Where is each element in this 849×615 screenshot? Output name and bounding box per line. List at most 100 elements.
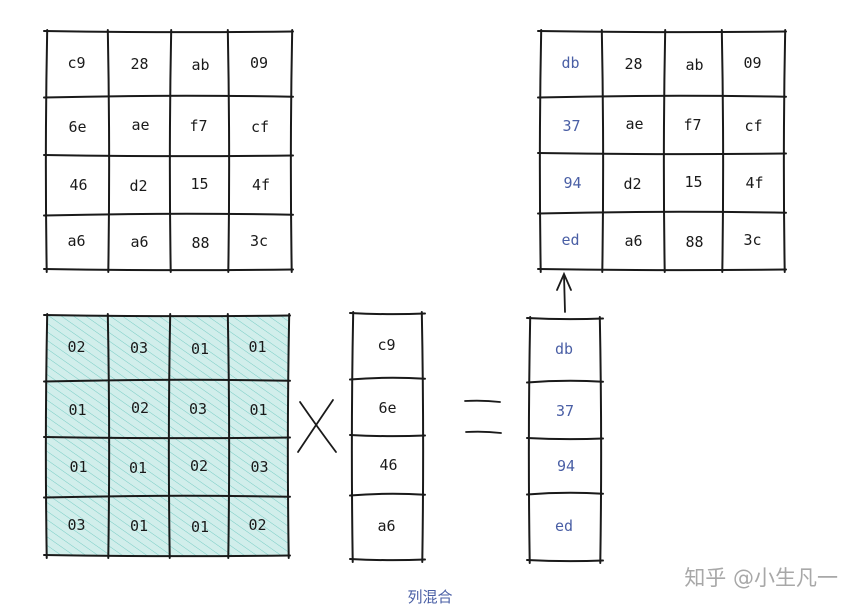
state-matrix-hline <box>43 212 294 217</box>
mix-matrix-cell: 02 <box>248 516 266 534</box>
result-matrix-hline <box>537 152 787 156</box>
result-matrix-cell: 88 <box>685 233 703 251</box>
output-column-hline <box>526 379 604 384</box>
result-matrix-hline <box>537 210 787 215</box>
output-column-cell: ed <box>555 517 573 535</box>
state-matrix-cell: c9 <box>67 54 85 72</box>
result-matrix-cell: d2 <box>623 175 641 193</box>
state-matrix-cell: 6e <box>68 118 86 136</box>
state-matrix-vline <box>168 29 173 273</box>
state-matrix-cell: 28 <box>130 55 148 73</box>
result-matrix-cell: 15 <box>684 173 702 191</box>
state-matrix-cell: 4f <box>252 176 270 194</box>
mix-matrix-cell: 01 <box>249 401 267 419</box>
input-column-hline <box>349 434 426 438</box>
state-matrix-hline <box>43 268 294 272</box>
mix-matrix-hline <box>43 436 291 440</box>
input-column-hline <box>349 558 426 562</box>
state-matrix-cell: a6 <box>130 233 148 251</box>
result-matrix-cell: 37 <box>562 117 580 135</box>
output-column-vline <box>527 316 532 564</box>
mix-matrix-hline <box>43 554 291 558</box>
result-matrix-cell: 3c <box>743 231 761 249</box>
diagram-caption: 列混合 <box>407 588 452 606</box>
mix-matrix-vline <box>44 313 49 559</box>
state-matrix-hline <box>43 30 294 34</box>
result-matrix-cell: ab <box>685 56 703 74</box>
mix-matrix-hatching <box>46 316 288 556</box>
state-matrix-cell: ae <box>131 116 149 134</box>
result-matrix-vline <box>720 29 725 273</box>
input-column-vline <box>350 311 355 563</box>
result-matrix-vline <box>662 29 667 273</box>
mix-matrix-vline <box>286 313 291 559</box>
state-matrix-vline <box>106 29 111 273</box>
input-column-cell: a6 <box>377 517 395 535</box>
mix-matrix-cell: 01 <box>248 338 266 356</box>
mix-matrix-cell: 02 <box>190 457 208 475</box>
output-column-cell: db <box>555 340 573 358</box>
mix-matrix-hline <box>43 494 291 499</box>
mix-matrix-hline <box>43 378 291 383</box>
input-column-cell: c9 <box>377 336 395 354</box>
input-column-vline <box>420 311 425 563</box>
output-column-vline <box>598 316 603 564</box>
result-matrix-cell: 09 <box>743 54 761 72</box>
input-column: c9 6e 46 a6 <box>349 311 426 563</box>
state-matrix-cell: a6 <box>67 232 85 250</box>
result-matrix-cell: ae <box>625 115 643 133</box>
input-column-cell: 46 <box>379 456 397 474</box>
mix-matrix-cell: 01 <box>129 459 147 477</box>
input-column-hline <box>349 312 426 316</box>
mix-matrix-cell: 02 <box>131 399 149 417</box>
output-column-cell: 94 <box>557 457 575 475</box>
equals-operator <box>464 399 502 434</box>
state-matrix-cell: 46 <box>69 176 87 194</box>
state-matrix-hline <box>43 154 294 158</box>
mix-matrix-cell: 03 <box>130 339 148 357</box>
result-matrix-vline <box>538 29 543 273</box>
arrow-up-icon <box>556 271 572 313</box>
mix-matrix-vline <box>226 313 231 559</box>
state-matrix-vline <box>44 29 49 273</box>
state-matrix-cell: f7 <box>189 117 207 135</box>
result-matrix-cell: ed <box>561 231 579 249</box>
mix-matrix-vline <box>106 313 111 559</box>
state-matrix-vline <box>289 29 294 273</box>
watermark: 知乎 @小生凡一 <box>684 566 838 590</box>
output-column-cell: 37 <box>556 402 574 420</box>
mix-matrix-cell: 03 <box>250 458 268 476</box>
result-matrix-cell: db <box>561 54 579 72</box>
output-column: db 37 94 ed <box>526 316 604 564</box>
mix-matrix-cell: 01 <box>191 340 209 358</box>
mix-matrix-vline <box>167 313 172 559</box>
result-matrix-cell: 28 <box>624 55 642 73</box>
mix-matrix-cell: 02 <box>67 338 85 356</box>
state-matrix-cell: ab <box>191 56 209 74</box>
mix-matrix-cell: 03 <box>67 516 85 534</box>
mix-matrix-cell: 01 <box>69 458 87 476</box>
output-column-hline <box>526 559 604 563</box>
state-matrix-cell: 3c <box>250 232 268 250</box>
result-matrix-cell: f7 <box>683 116 701 134</box>
mix-matrix-cell: 01 <box>130 517 148 535</box>
mix-matrix-cell: 01 <box>191 518 209 536</box>
input-column-hline <box>349 376 426 381</box>
mix-matrix-cell: 03 <box>189 400 207 418</box>
state-matrix-cell: 88 <box>191 234 209 252</box>
result-matrix-vline <box>782 29 787 273</box>
result-matrix-cell: a6 <box>624 232 642 250</box>
input-column-cell: 6e <box>378 399 396 417</box>
state-matrix-vline <box>226 29 231 273</box>
input-column-hline <box>349 492 426 497</box>
state-matrix-cell: d2 <box>129 177 147 195</box>
multiply-operator <box>297 399 337 453</box>
result-matrix-cell: 4f <box>745 174 763 192</box>
output-column-hline <box>526 437 604 441</box>
result-matrix-cell: cf <box>744 117 762 135</box>
result-matrix-hline <box>537 94 787 99</box>
state-matrix-cell: 09 <box>250 54 268 72</box>
